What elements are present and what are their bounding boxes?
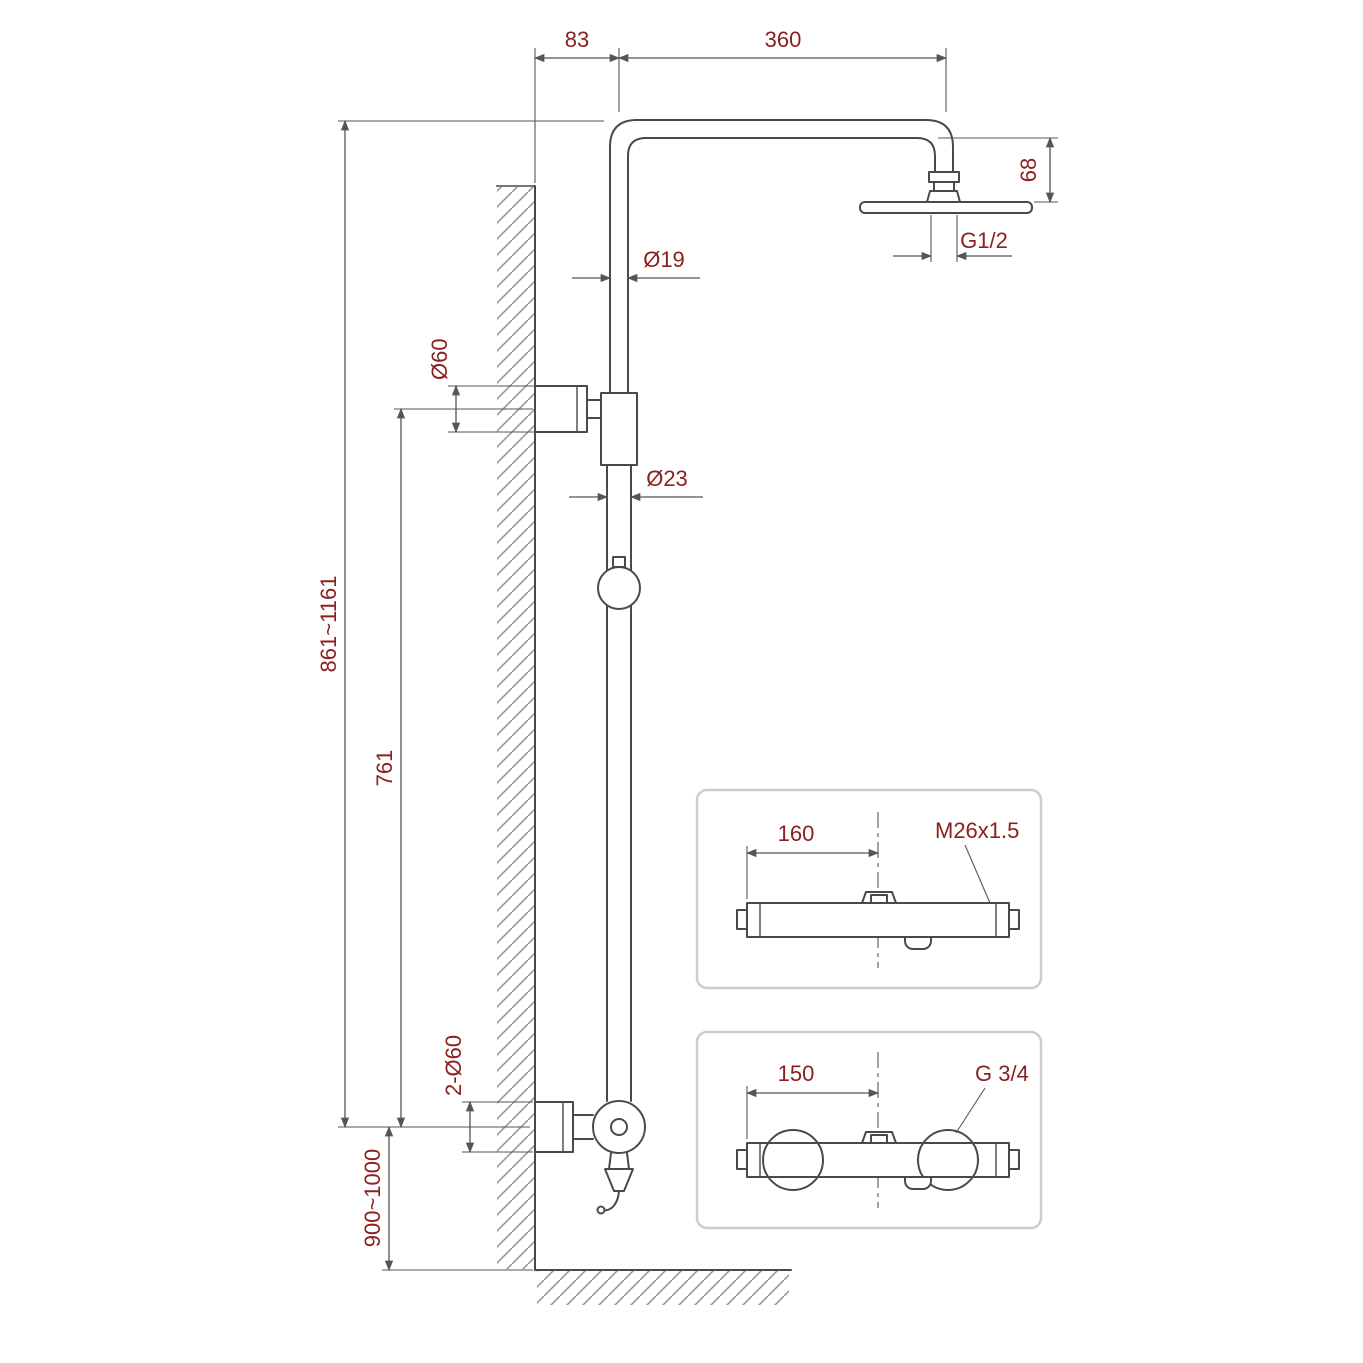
leader-line <box>964 844 991 904</box>
wall-section <box>496 185 536 1271</box>
head-connector-ring <box>933 181 955 192</box>
right-union-circle <box>917 1129 979 1191</box>
dim-label-68: 68 <box>1016 158 1041 182</box>
inset-border <box>695 788 1043 990</box>
leader-line <box>955 1087 986 1134</box>
dim-label-g34: G 3/4 <box>975 1061 1029 1086</box>
head-connector-nut <box>928 171 960 183</box>
dim-label-d19: Ø19 <box>643 247 685 272</box>
knob-stem <box>612 556 626 568</box>
right-connector-nub <box>1008 1149 1020 1170</box>
slider-collar <box>600 392 638 466</box>
arm-pipe-inner-edge <box>627 137 936 394</box>
dim-label-overall-height: 861~1161 <box>316 576 341 673</box>
hand-shower-neck-right <box>626 1152 630 1170</box>
dim-wall-to-riser: 83 <box>533 27 621 183</box>
right-connector-nub <box>1008 909 1020 930</box>
dim-label-360: 360 <box>765 27 802 52</box>
dim-mixer-flange-diameter: 2-Ø60 <box>441 1035 533 1154</box>
dim-label-d23: Ø23 <box>646 466 688 491</box>
dim-head-thread: G1/2 <box>893 215 1012 262</box>
floor-section <box>534 1269 792 1305</box>
dim-label-83: 83 <box>565 27 589 52</box>
dim-label-2d60: 2-Ø60 <box>441 1035 466 1096</box>
mixer-bar-body <box>746 902 1010 938</box>
dimensions: 83 360 68 G1/2 Ø19 <box>316 27 1058 1272</box>
bracket-notch <box>870 894 888 904</box>
inset-border <box>695 1030 1043 1230</box>
mixer-valve-body <box>592 1100 646 1154</box>
dim-label-160: 160 <box>778 821 815 846</box>
mixer-wall-flange <box>534 1101 574 1153</box>
dim-label-m26: M26x1.5 <box>935 818 1019 843</box>
wall-hatch <box>497 187 534 1269</box>
left-connector-nub <box>736 909 748 930</box>
mixer-bar-body <box>746 1142 1010 1178</box>
bottom-outlet <box>904 936 932 950</box>
dim-label-mixer-height: 900~1000 <box>360 1149 385 1248</box>
dim-arm-reach: 360 <box>617 27 948 112</box>
inset-thermostat-unions: 150 G 3/4 <box>695 1030 1043 1230</box>
left-union-circle <box>762 1129 824 1191</box>
dim-label-150: 150 <box>778 1061 815 1086</box>
inset-thermostat-front: 160 M26x1.5 <box>695 788 1043 990</box>
dim-mixer-height: 900~1000 <box>360 1125 533 1272</box>
bottom-outlet <box>904 1176 932 1190</box>
dim-bracket-height: 761 <box>372 407 533 1129</box>
dim-head-height: 68 <box>938 136 1058 204</box>
head-connector-cone <box>926 190 961 203</box>
overhead-shower-head <box>859 201 1033 214</box>
mixer-valve-axis <box>610 1118 628 1136</box>
hand-shower-hook-tip <box>596 1205 606 1215</box>
bracket-notch <box>870 1134 888 1144</box>
hand-shower-neck-left <box>608 1152 612 1170</box>
wall-bracket-flange <box>534 385 588 433</box>
arm-pipe-outer-edge <box>609 119 954 394</box>
left-connector-nub <box>736 1149 748 1170</box>
dim-label-g12: G1/2 <box>960 228 1008 253</box>
dim-label-d60: Ø60 <box>427 338 452 380</box>
shower-column <box>534 119 1033 1215</box>
dim-overall-height: 861~1161 <box>316 119 604 1129</box>
floor-hatch <box>537 1271 789 1305</box>
dim-label-761: 761 <box>372 750 397 787</box>
slider-knob <box>597 566 641 610</box>
hand-shower-cone <box>604 1168 634 1192</box>
dim-column-diameter: Ø23 <box>569 466 703 502</box>
dim-riser-diameter: Ø19 <box>572 247 700 283</box>
